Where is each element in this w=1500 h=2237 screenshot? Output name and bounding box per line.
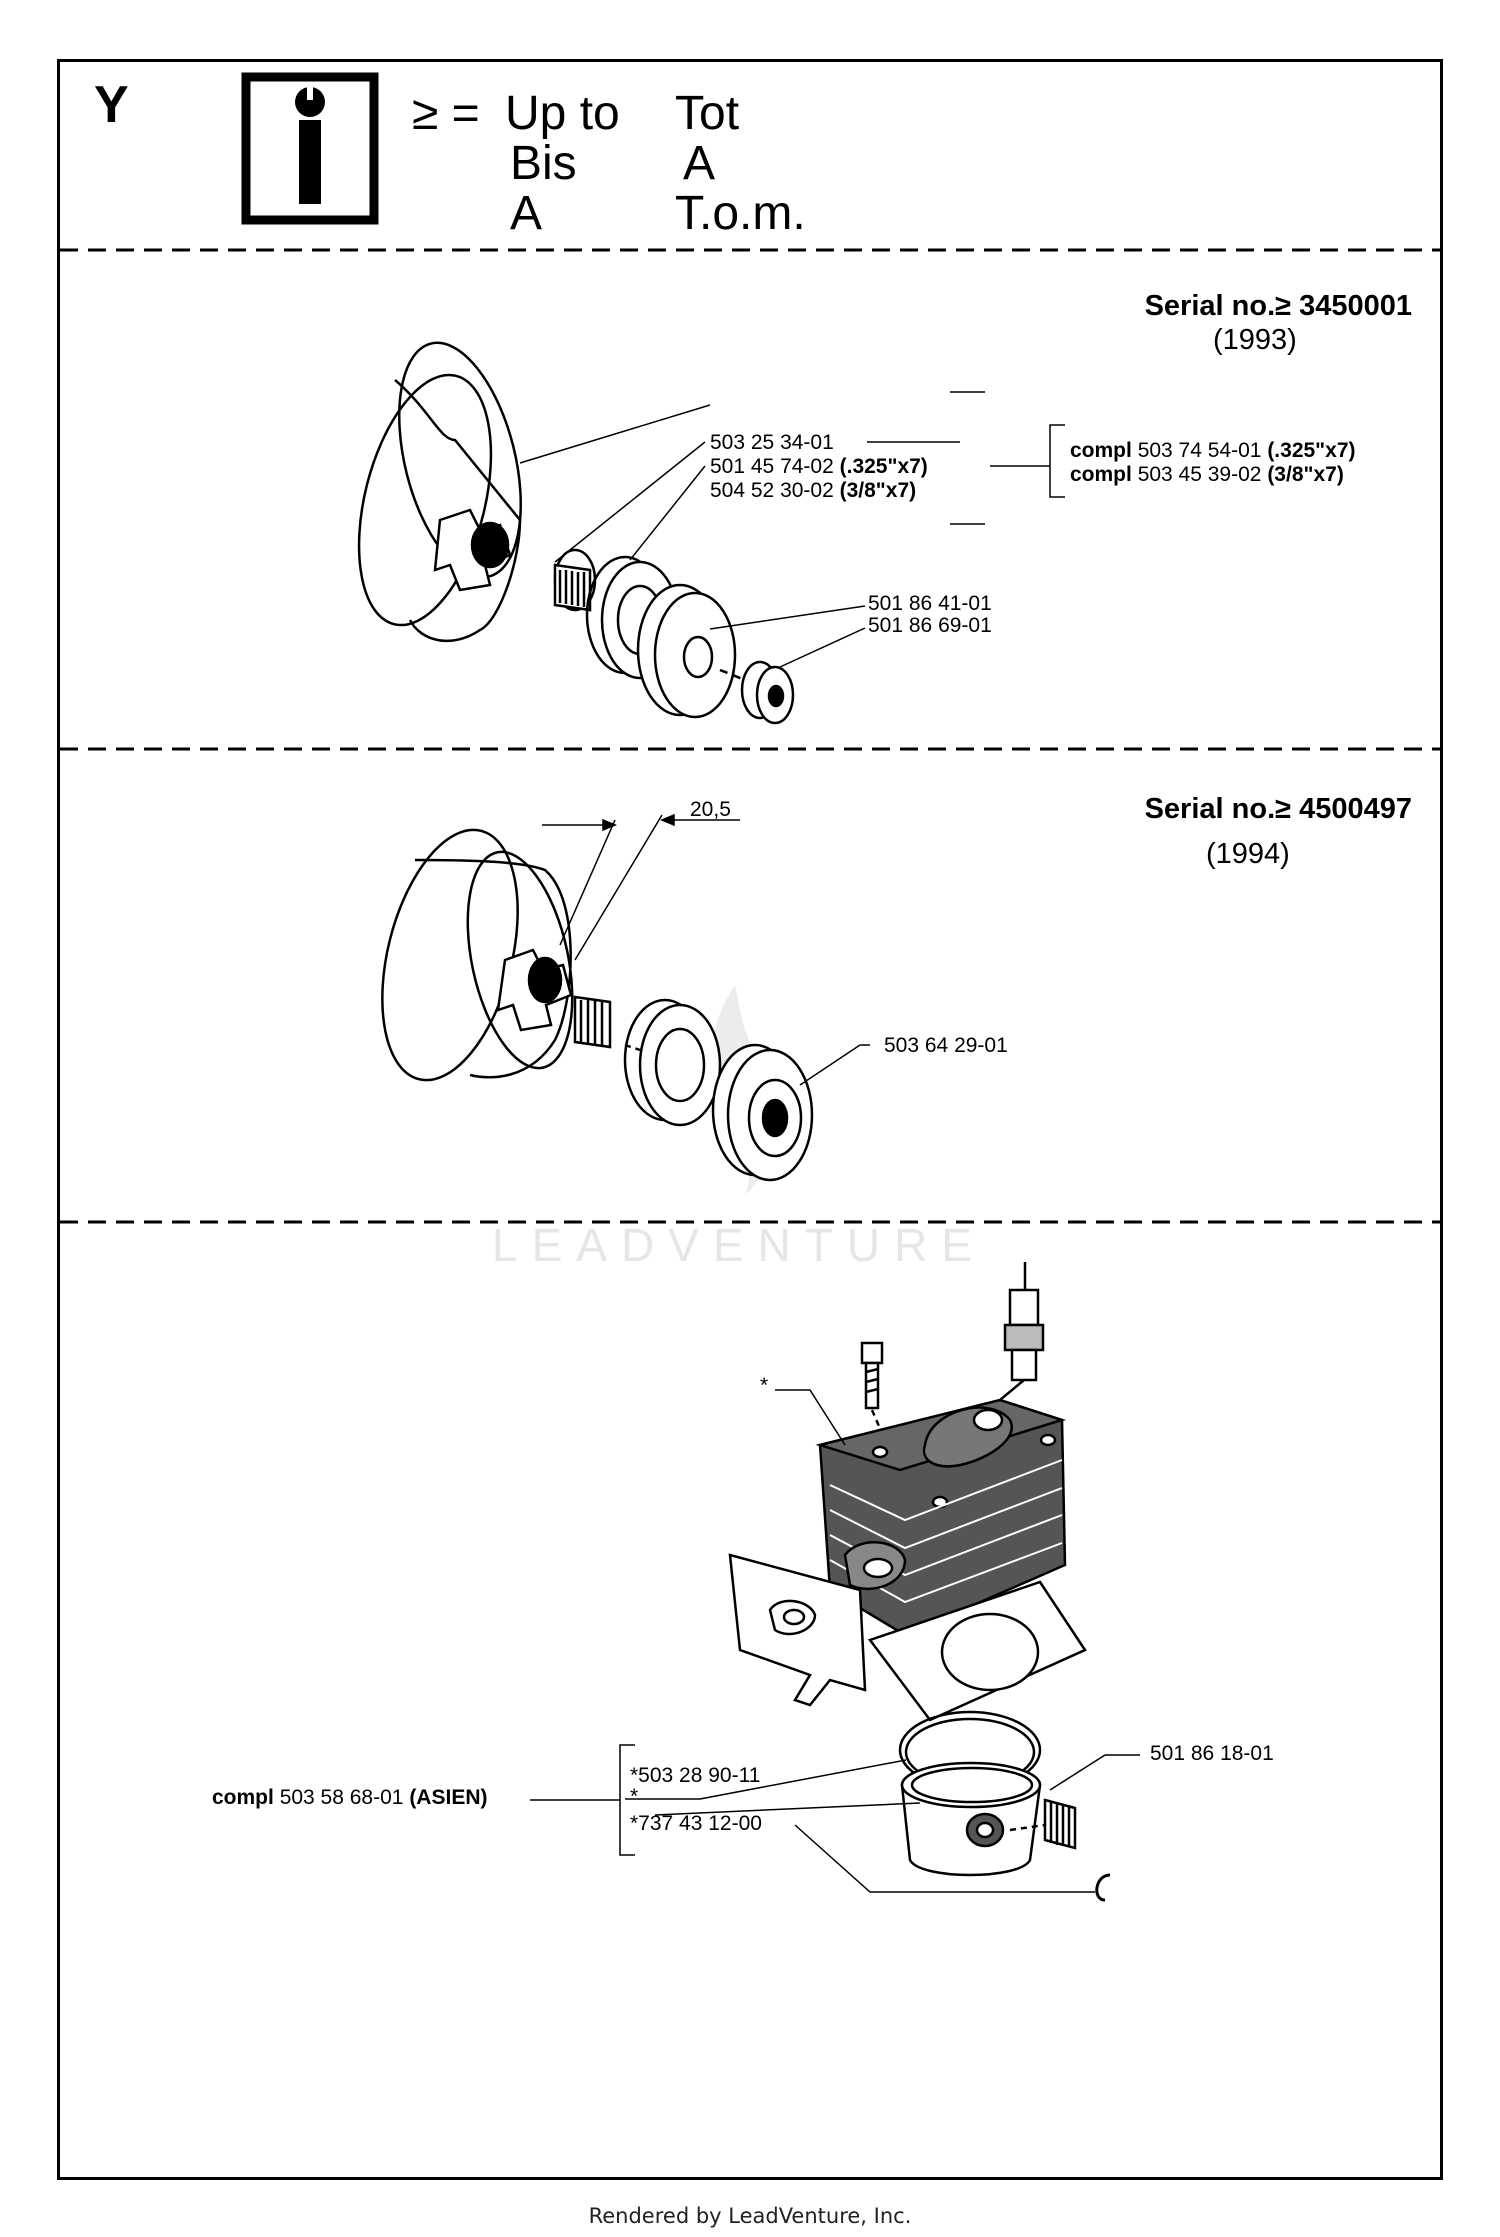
cylinder-star-marker: *: [760, 1374, 769, 1397]
dimension-20-5: 20,5: [690, 798, 731, 821]
dimension-lines-1994: [542, 813, 870, 1086]
part-503-64-29-01[interactable]: 503 64 29-01: [884, 1034, 1008, 1057]
compl-503-45-39-02[interactable]: compl 503 45 39-02 (3/8"x7): [1070, 463, 1344, 486]
serial-label-1993: Serial no.≥ 3450001: [1144, 290, 1412, 322]
clutch-drum-1994-drawing: [381, 828, 814, 1182]
legend-up-to: Up to: [505, 87, 620, 140]
legend-a-1: A: [510, 187, 543, 240]
part-737-43-12-00[interactable]: *737 43 12-00: [630, 1812, 762, 1835]
leader-lines-cylinder: [530, 1389, 1140, 1893]
part-501-86-69-01[interactable]: 501 86 69-01: [868, 614, 992, 637]
legend-symbol: ≥ =: [412, 87, 480, 140]
compl-prefix: compl: [212, 1786, 274, 1809]
cylinder-assembly-drawing: [728, 1262, 1111, 1902]
compl-number: 503 58 68-01: [279, 1786, 404, 1809]
page-frame: [57, 59, 1443, 2180]
year-1993: (1993): [1213, 324, 1297, 356]
legend-a-2: A: [683, 137, 716, 190]
spark-plug-icon: [987, 1262, 1045, 1411]
serial-label-1994: Serial no.≥ 4500497: [1144, 793, 1412, 825]
leader-lines-1993: [519, 391, 1065, 668]
cylinder-bolt-icon: [860, 1341, 887, 1441]
clutch-drum-1993-drawing: [357, 341, 795, 725]
compl-prefix: compl: [1070, 463, 1132, 486]
part-number: 501 45 74-02: [710, 455, 834, 478]
watermark-text: LEADVENTURE: [492, 1219, 986, 1271]
compl-number: 503 74 54-01: [1137, 439, 1262, 462]
compl-note: (3/8"x7): [1267, 463, 1344, 486]
year-1994: (1994): [1206, 838, 1290, 870]
compl-503-74-54-01[interactable]: compl 503 74 54-01 (.325"x7): [1070, 439, 1356, 462]
section-letter: Y: [94, 76, 129, 134]
part-503-28-90-11[interactable]: *503 28 90-11: [630, 1764, 761, 1787]
part-501-86-41-01[interactable]: 501 86 41-01: [868, 592, 992, 615]
legend-tot: Tot: [675, 87, 740, 140]
part-star: *: [630, 1785, 639, 1808]
legend-bis: Bis: [510, 137, 577, 190]
service-info-icon: [241, 72, 379, 225]
part-501-86-18-01[interactable]: 501 86 18-01: [1150, 1742, 1274, 1765]
section-dividers: [60, 248, 1440, 1224]
compl-note: (.325"x7): [1267, 439, 1356, 462]
part-501-45-74-02[interactable]: 501 45 74-02 (.325"x7): [710, 455, 928, 478]
compl-503-58-68-01[interactable]: compl 503 58 68-01 (ASIEN): [212, 1786, 487, 1809]
part-504-52-30-02[interactable]: 504 52 30-02 (3/8"x7): [710, 479, 916, 502]
compl-note: (ASIEN): [409, 1786, 488, 1809]
part-number: 504 52 30-02: [710, 479, 834, 502]
part-note: (3/8"x7): [839, 479, 917, 502]
compl-prefix: compl: [1070, 439, 1132, 462]
compl-number: 503 45 39-02: [1137, 463, 1262, 486]
legend-tom: T.o.m.: [675, 187, 806, 240]
footer-credit: Rendered by LeadVenture, Inc.: [588, 2204, 912, 2228]
part-503-25-34-01[interactable]: 503 25 34-01: [710, 431, 834, 454]
part-note: (.325"x7): [839, 455, 928, 478]
